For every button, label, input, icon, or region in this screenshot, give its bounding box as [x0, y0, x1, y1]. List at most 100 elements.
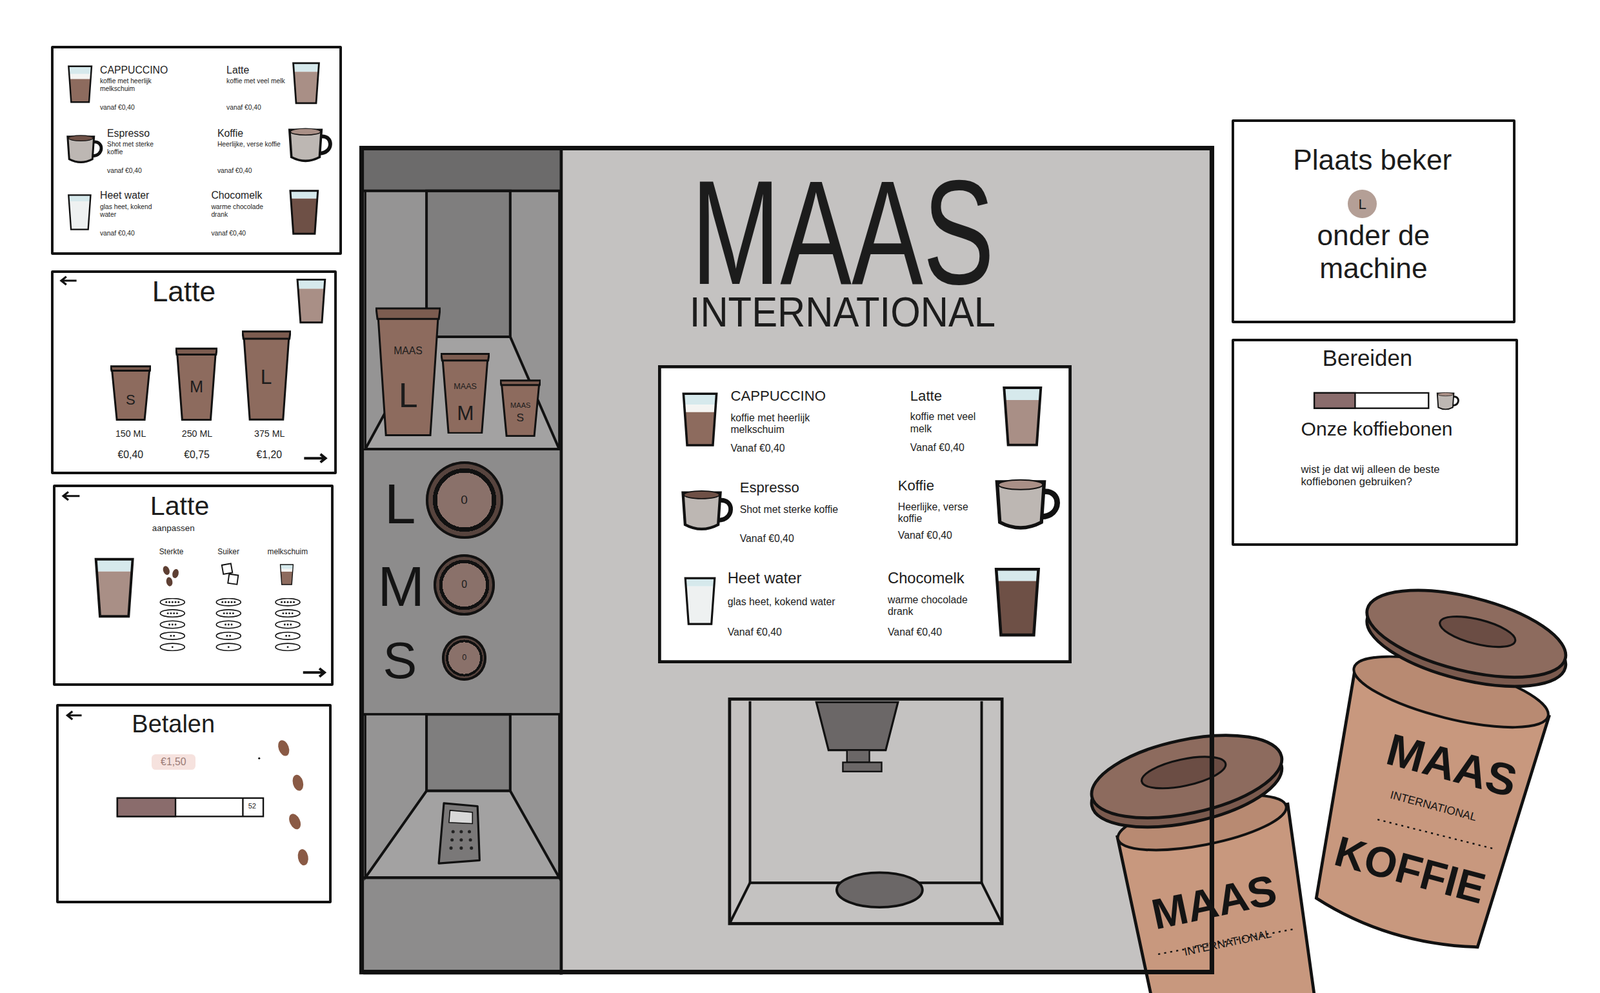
menu-screen-text: glas heet, kokend water [727, 596, 840, 608]
menu-panel-text: vanaf €0,40 [226, 103, 262, 112]
customize-panel-text: melkschuim [267, 547, 309, 557]
payment-panel-art-part [67, 710, 82, 720]
cup-body [111, 369, 150, 420]
prepare-panel-art-part [1314, 392, 1355, 409]
card-reader-part [438, 803, 480, 864]
menu-panel-text: Heet water [100, 189, 150, 202]
instruction-panel-text: Plaats beker [1292, 143, 1452, 177]
customize-panel-art-part [165, 576, 174, 588]
menu-panel-text: koffie met veel melk [226, 77, 288, 86]
takeaway-cup-part [1084, 720, 1290, 833]
size-letter: S [383, 631, 418, 691]
menu-panel-text: warme chocolade drank [210, 203, 277, 219]
menu-screen-text: Vanaf €0,40 [727, 626, 782, 639]
payment-panel-text: Betalen [131, 710, 215, 739]
size-badge-text: L [1358, 196, 1366, 213]
machine-body-part [363, 876, 562, 879]
customize-panel-art-part [63, 491, 80, 500]
dispenser-part [729, 882, 751, 924]
machine-body-part [363, 150, 562, 191]
menu-panel-text: Heerlijke, verse koffie [217, 140, 283, 149]
machine-body [359, 145, 1215, 975]
menu-icons-part [68, 194, 91, 230]
machine-body-part [363, 189, 562, 193]
size-panel-art-part [61, 276, 77, 286]
payment-panel: Betalen€1,5052 [56, 703, 332, 903]
menu-screen-text: Latte [910, 387, 942, 404]
cup-rim [110, 366, 151, 371]
takeaway-cup [1084, 720, 1315, 993]
customize-panel-art-part [280, 564, 293, 585]
customize-panel-art-part [171, 568, 180, 579]
menu-icons-part [293, 63, 320, 104]
machine-body-part [560, 150, 564, 975]
menu-panel-text: vanaf €0,40 [100, 229, 135, 238]
takeaway-cup-part [1358, 573, 1575, 695]
cup-rim [376, 309, 440, 320]
screen-ground [658, 365, 1072, 664]
menu-screen-text: Heet water [727, 569, 802, 588]
menu-screen-text: CAPPUCCINO [730, 387, 826, 404]
cup-body [378, 316, 439, 436]
customize-panel-art-part [227, 574, 239, 585]
screen-ground-part [658, 365, 1072, 664]
shelf-cup-text: S [516, 410, 525, 424]
dispenser-part [842, 762, 882, 772]
size-button-text: 0 [461, 578, 468, 591]
dispenser [729, 698, 1002, 924]
machine-body-part [365, 790, 560, 878]
menu-panel-text: vanaf €0,40 [100, 103, 135, 112]
cup-shape [375, 305, 441, 437]
card-reader-part-part [451, 830, 455, 834]
menu-screen-text: Vanaf €0,40 [898, 529, 953, 542]
menu-panel-text: glas heet, kokend water [100, 203, 164, 219]
customize-panel-art-part [303, 668, 325, 677]
screen-icons-part [683, 393, 717, 446]
card-reader-part [449, 830, 474, 850]
instruction-panel: Plaats beker onder de machine L [1231, 119, 1516, 324]
menu-panel-text: vanaf €0,40 [217, 167, 253, 175]
menu-screen-text: Vanaf €0,40 [887, 626, 942, 639]
customize-panel-art-part [275, 598, 300, 651]
card-reader-part-part [459, 830, 463, 834]
shelf-cup-text: MAAS [393, 345, 423, 357]
coffee-machine-text: INTERNATIONAL [689, 291, 996, 334]
dispenser-part [816, 701, 899, 750]
customize-panel-art-part [221, 563, 233, 574]
screen-icons-part [996, 480, 1057, 528]
cup-body [177, 352, 217, 420]
shelf-cup: MAASS [500, 379, 541, 437]
menu-icons-part [67, 135, 102, 162]
menu-panel-text: Shot met sterke koffie [107, 140, 171, 157]
size-letter: M [378, 554, 425, 619]
machine-body-part [426, 714, 511, 791]
prepare-panel: BereidenOnze koffiebonenwist je dat wij … [1231, 338, 1519, 546]
customize-panel-text: Suiker [217, 547, 240, 557]
cup-body [501, 383, 540, 437]
prepare-panel-art-part [1437, 392, 1459, 410]
prepare-panel-text: Bereiden [1322, 345, 1413, 371]
menu-screen-text: Shot met sterke koffie [740, 503, 842, 516]
menu-screen-text: Chocomelk [887, 569, 965, 588]
customize-panel-text: Latte [150, 490, 210, 522]
size-cup-text: L [260, 365, 273, 389]
dispenser-part [729, 698, 1002, 924]
payment-panel-text: €1,50 [151, 754, 196, 770]
menu-screen-text: Koffie [898, 477, 935, 494]
payment-panel-art-part [287, 811, 304, 831]
menu-panel-text: Latte [226, 64, 250, 77]
screen-icons [682, 387, 1057, 635]
size-button-text: 0 [460, 492, 468, 508]
cup-print: INTERNATIONAL [1182, 927, 1273, 959]
menu-panel-text: vanaf €0,40 [210, 229, 246, 238]
size-button: 0 [441, 635, 488, 681]
instruction-panel-text: onder de machine [1291, 219, 1455, 286]
card-reader-part-part [469, 838, 473, 842]
customize-panel-text: Sterkte [159, 547, 184, 557]
prepare-panel-art [1314, 392, 1459, 410]
size-cup: M [175, 347, 218, 421]
menu-icons-part [68, 66, 92, 102]
size-panel-art-part [297, 279, 326, 322]
cup-rim [176, 348, 218, 355]
